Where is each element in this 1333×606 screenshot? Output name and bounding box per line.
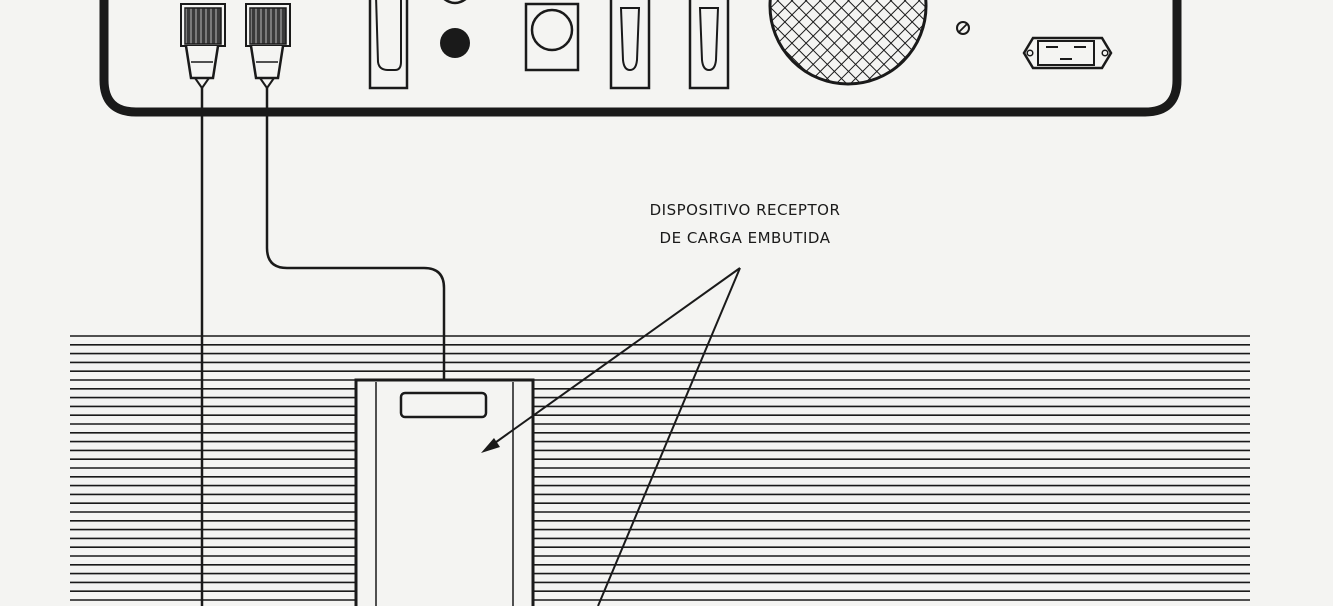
reinforcement-lines — [70, 335, 1250, 601]
screw-icon — [956, 21, 970, 35]
cable-right — [265, 88, 446, 380]
cable-connector-right — [245, 3, 291, 89]
dsub-port-2 — [688, 0, 730, 90]
callout-arrows — [481, 267, 741, 606]
device-label: DISPOSITIVO RECEPTOR DE CARGA EMBUTIDA — [600, 196, 890, 252]
square-socket — [524, 2, 580, 72]
power-inlet-icon — [1022, 36, 1113, 70]
round-control-knob — [440, 0, 470, 58]
connector-slot-tall — [368, 0, 409, 90]
speaker-grille-icon — [768, 0, 928, 86]
device-label-line2: DE CARGA EMBUTIDA — [659, 229, 831, 247]
equipment-panel-outline — [99, 0, 1182, 117]
cable-connector-left — [180, 3, 226, 89]
dsub-port-1 — [609, 0, 651, 90]
device-label-line1: DISPOSITIVO RECEPTOR — [649, 201, 841, 219]
load-receiver-device — [354, 378, 535, 606]
